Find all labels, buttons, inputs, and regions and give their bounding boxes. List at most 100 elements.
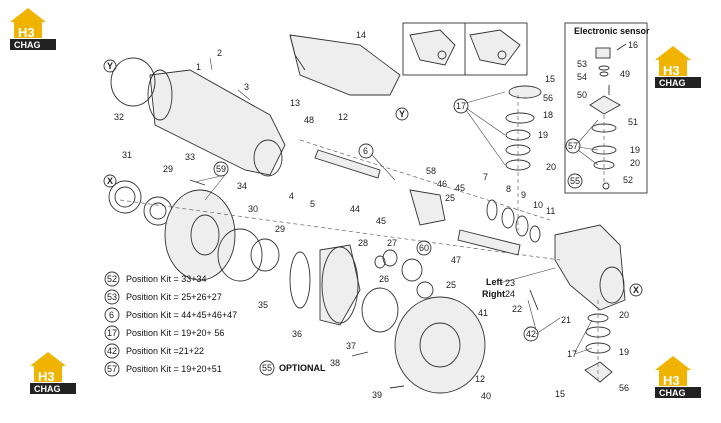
optional-text: OPTIONAL — [279, 363, 326, 373]
kit-row: 53 Position Kit = 25+26+27 — [104, 289, 222, 305]
kit-id: 17 — [107, 328, 117, 338]
callout-13: 13 — [290, 98, 300, 108]
callout-20c: 20 — [619, 310, 629, 320]
kit-text: Position Kit = 19+20+ 56 — [126, 328, 224, 338]
callout-12: 12 — [338, 112, 348, 122]
callout-31: 31 — [122, 150, 132, 160]
kit-text: Position Kit = 25+26+27 — [126, 292, 222, 302]
kit-id: 57 — [107, 364, 117, 374]
marker-x-left: X — [107, 176, 113, 186]
callout-22: 22 — [512, 304, 522, 314]
callout-46: 46 — [437, 179, 447, 189]
callout-28: 28 — [358, 238, 368, 248]
callout-17b: 17 — [567, 349, 577, 359]
callout-25b: 25 — [445, 193, 455, 203]
kit-row: 17 Position Kit = 19+20+ 56 — [104, 325, 224, 341]
callout-16: 16 — [628, 40, 638, 50]
callout-32: 32 — [114, 112, 124, 122]
marker-x-right: X — [633, 285, 639, 295]
callout-17: 17 — [456, 101, 466, 111]
callout-56: 56 — [543, 93, 553, 103]
callout-40: 40 — [481, 391, 491, 401]
part-drawings — [108, 34, 626, 394]
kit-text: Position Kit = 19+20+51 — [126, 364, 222, 374]
top-inset — [402, 22, 528, 76]
callout-47: 47 — [451, 255, 461, 265]
callout-53: 53 — [577, 59, 587, 69]
callout-5: 5 — [310, 199, 315, 209]
callout-49: 49 — [620, 69, 630, 79]
callout-26: 26 — [379, 274, 389, 284]
callout-24: 24 — [505, 289, 515, 299]
logo-letters: H3 — [38, 369, 55, 384]
callout-15: 15 — [545, 74, 555, 84]
logo-top-left: H3 CHAG — [10, 8, 56, 50]
callout-45b: 45 — [376, 216, 386, 226]
callout-33: 33 — [185, 152, 195, 162]
callout-1: 1 — [196, 62, 201, 72]
logo-word: CHAG — [34, 384, 61, 394]
callout-19c: 19 — [619, 347, 629, 357]
kit-legend: 52 Position Kit = 33+34 53 Position Kit … — [104, 271, 326, 377]
kit-id: 42 — [107, 346, 117, 356]
kit-row: 57 Position Kit = 19+20+51 — [104, 361, 222, 377]
callout-19b: 19 — [630, 145, 640, 155]
callout-29b: 29 — [275, 224, 285, 234]
callout-44: 44 — [350, 204, 360, 214]
callout-50: 50 — [577, 90, 587, 100]
callout-14: 14 — [356, 30, 366, 40]
callout-15b: 15 — [555, 389, 565, 399]
callout-8: 8 — [506, 184, 511, 194]
callout-21: 21 — [561, 315, 571, 325]
logo-bottom-left: H3 CHAG — [30, 352, 76, 394]
kit-id: 6 — [109, 310, 114, 320]
logo-word: CHAG — [659, 388, 686, 398]
circled-markers: Y Y X X 59 6 17 60 57 55 42 — [103, 59, 643, 342]
leader-lines — [194, 57, 599, 355]
callout-30: 30 — [248, 204, 258, 214]
callout-57: 57 — [568, 141, 578, 151]
label-left: Left — [486, 277, 503, 287]
callout-29: 29 — [163, 164, 173, 174]
callout-12b: 12 — [475, 374, 485, 384]
callout-55: 55 — [570, 176, 580, 186]
callout-25: 25 — [446, 280, 456, 290]
callout-20: 20 — [546, 162, 556, 172]
callout-7: 7 — [483, 172, 488, 182]
kit-row: 42 Position Kit =21+22 — [104, 343, 204, 359]
kit-row: 6 Position Kit = 44+45+46+47 — [104, 307, 237, 323]
callout-36: 36 — [292, 329, 302, 339]
callout-2: 2 — [217, 48, 222, 58]
callout-51: 51 — [628, 117, 638, 127]
callout-4: 4 — [289, 191, 294, 201]
logo-letters: H3 — [663, 373, 680, 388]
callout-23: 23 — [505, 278, 515, 288]
callout-11: 11 — [546, 206, 555, 216]
callout-38: 38 — [330, 358, 340, 368]
kit-text: Position Kit = 33+34 — [126, 274, 207, 284]
marker-y-right: Y — [399, 109, 405, 119]
callout-52: 52 — [623, 175, 633, 185]
callout-27: 27 — [387, 238, 397, 248]
callout-18: 18 — [543, 110, 553, 120]
callout-59: 59 — [216, 164, 226, 174]
callout-6: 6 — [363, 146, 368, 156]
label-right: Right — [482, 289, 505, 299]
callout-37: 37 — [346, 341, 356, 351]
callout-54: 54 — [577, 72, 587, 82]
optional-note: 55 OPTIONAL — [259, 360, 326, 376]
optional-id: 55 — [262, 363, 272, 373]
callout-39: 39 — [372, 390, 382, 400]
logo-word: CHAG — [659, 78, 686, 88]
callout-20b: 20 — [630, 158, 640, 168]
kit-text: Position Kit = 44+45+46+47 — [126, 310, 237, 320]
callout-41: 41 — [478, 308, 488, 318]
inset-title: Electronic sensor — [574, 26, 650, 36]
logo-top-right: H3 CHAG — [655, 46, 701, 88]
callout-42: 42 — [526, 329, 536, 339]
logo-bottom-right: H3 CHAG — [655, 356, 701, 398]
callout-numbers: 1 2 3 4 5 7 8 9 10 11 12 12 13 14 15 15 … — [114, 30, 640, 401]
kit-text: Position Kit =21+22 — [126, 346, 204, 356]
kit-id: 53 — [107, 292, 117, 302]
